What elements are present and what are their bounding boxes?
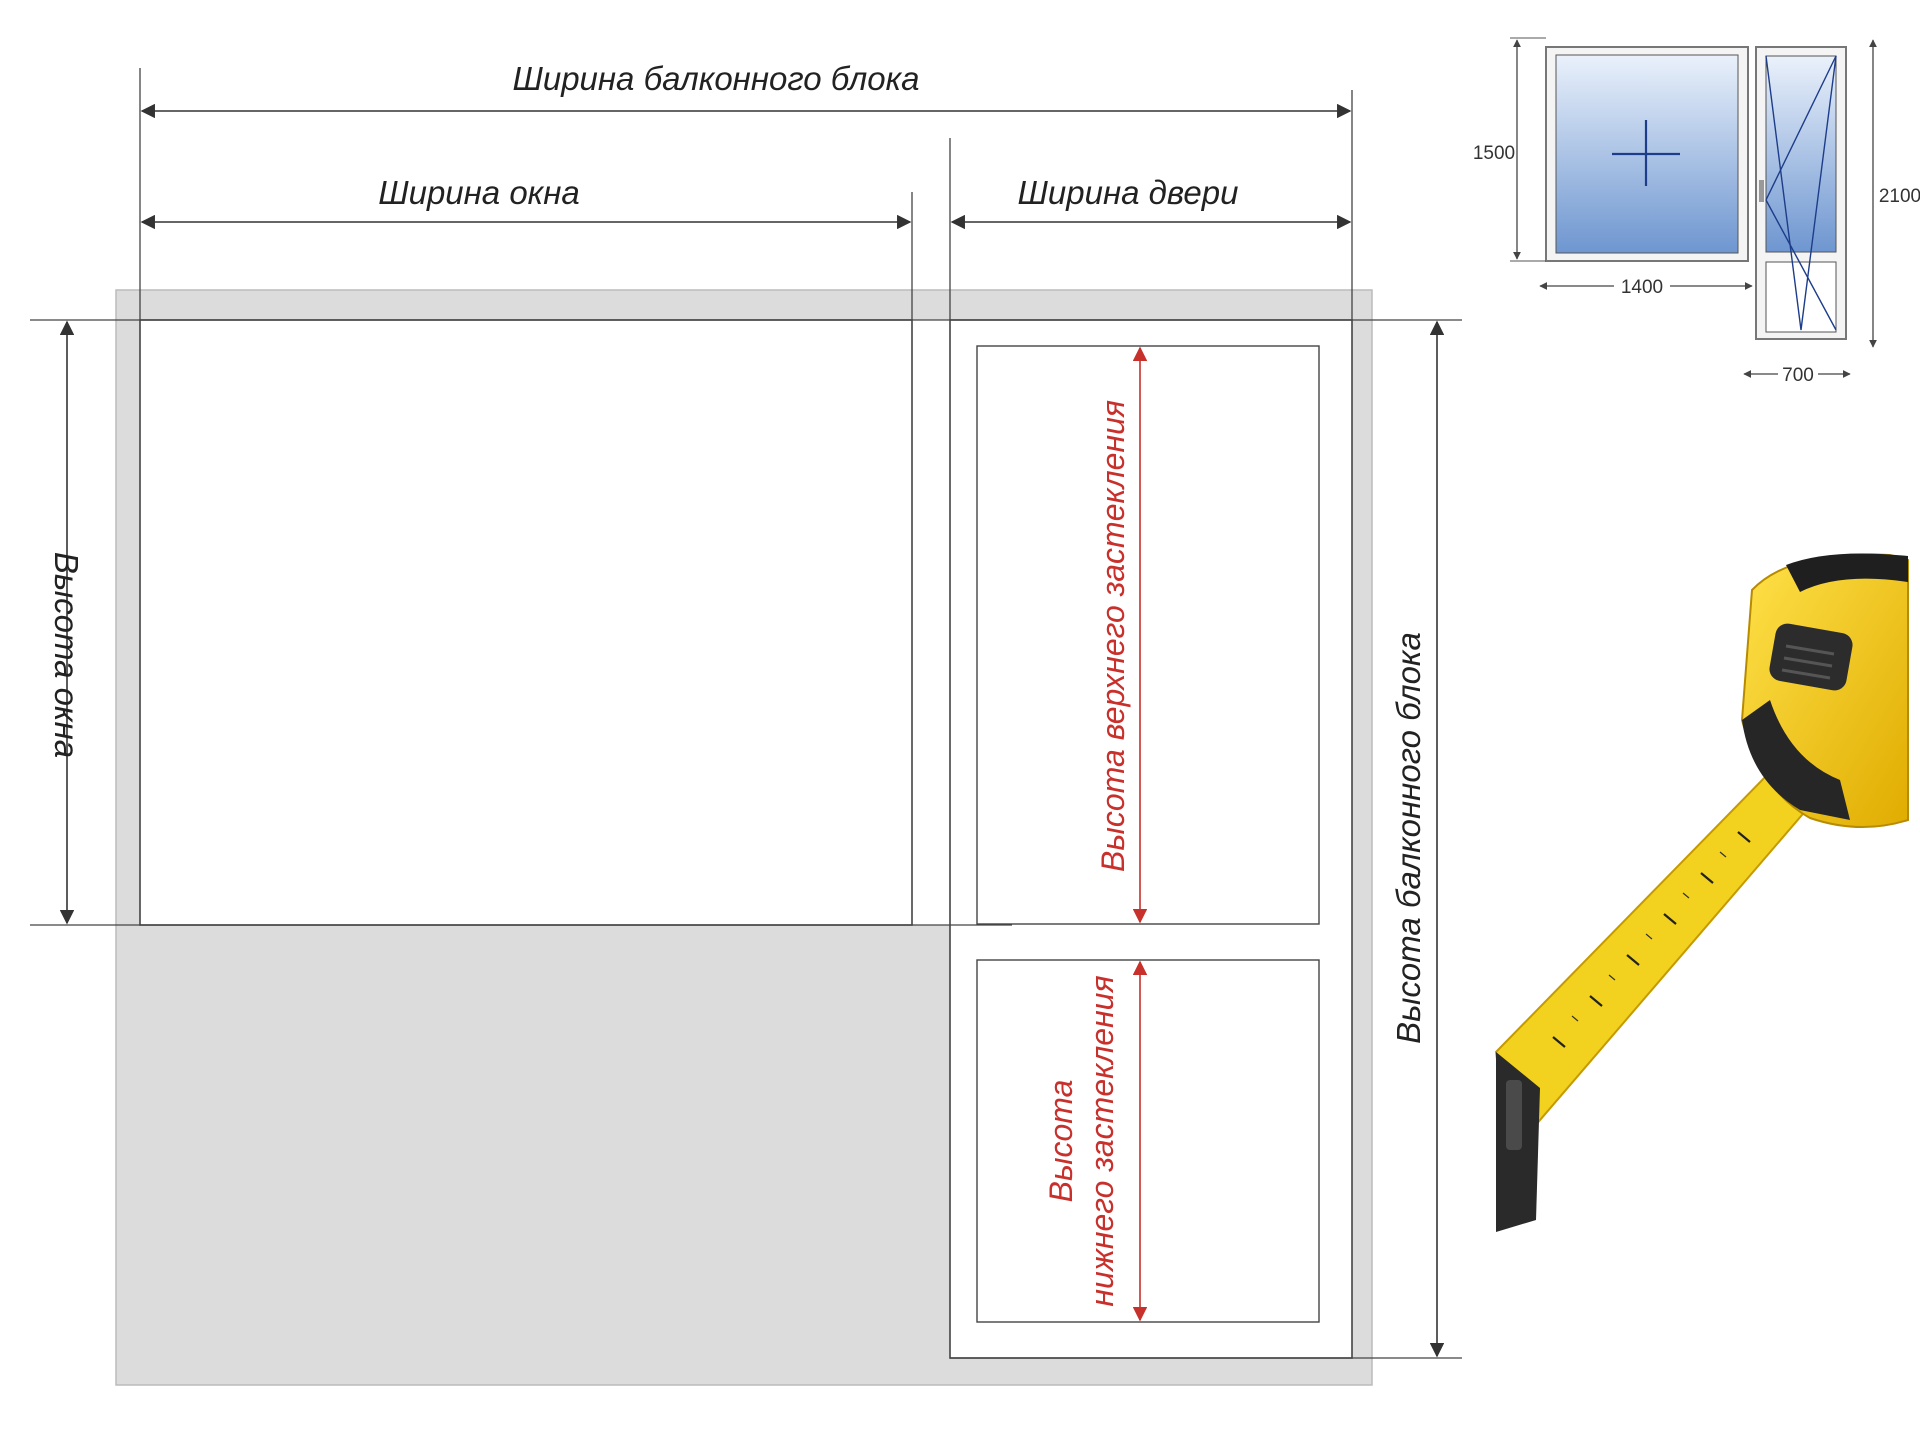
tape-hook-slot <box>1506 1080 1522 1150</box>
wall-frame-top <box>116 290 1372 320</box>
tilt-turn-icon <box>1765 55 1837 331</box>
tape-ticks-minor <box>1571 851 1727 1022</box>
balcony-height-label: Высота балконного блока <box>1390 632 1427 1044</box>
window-width-label: Ширина окна <box>378 174 580 211</box>
outer-outline <box>115 289 1373 1386</box>
door-width-label: Ширина двери <box>1018 174 1239 211</box>
example-window-height-value: 1500 <box>1473 143 1515 164</box>
tape-ticks <box>1552 831 1751 1048</box>
tape-lock-button <box>1769 623 1853 691</box>
wall-below-window <box>116 925 950 1385</box>
example-window-width-value: 1400 <box>1621 277 1663 298</box>
door-upper-glass <box>976 345 1320 925</box>
door-lower-glass <box>976 959 1320 1323</box>
balcony-block-drawing: Ширина балконного блока Ширина окна Шири… <box>30 60 1462 1386</box>
lower-glazing-label-line1: Высота <box>1043 1080 1079 1203</box>
tape-blade <box>1494 770 1810 1158</box>
wall-frame-bottom <box>950 1358 1372 1385</box>
tape-housing-top <box>1786 553 1908 592</box>
window-height-label: Высота окна <box>48 552 85 758</box>
tape-lock-ridges <box>1781 644 1835 680</box>
lower-glazing-label-line2: нижнего застекления <box>1084 975 1120 1306</box>
window-opening <box>139 319 913 926</box>
example-door-panel <box>1765 261 1837 333</box>
example-window-width-bg <box>1614 274 1670 298</box>
upper-glazing-label: Высота верхнего застекления <box>1095 400 1131 872</box>
example-door-glass <box>1765 55 1837 253</box>
wall-frame-right <box>1352 290 1372 1385</box>
tape-housing-grip <box>1742 700 1850 820</box>
door-handle-icon <box>1759 180 1764 202</box>
tape-measure-icon <box>1494 553 1909 1232</box>
example-door-width-bg <box>1778 362 1818 386</box>
example-door-height-value: 2100 <box>1879 186 1920 207</box>
extension-lines <box>30 68 1462 1359</box>
door-opening <box>949 319 1353 1359</box>
balcony-width-label: Ширина балконного блока <box>512 60 919 97</box>
example-door-width-value: 700 <box>1782 365 1814 386</box>
example-balcony-block: 1500 1400 2100 700 <box>1473 37 1920 386</box>
